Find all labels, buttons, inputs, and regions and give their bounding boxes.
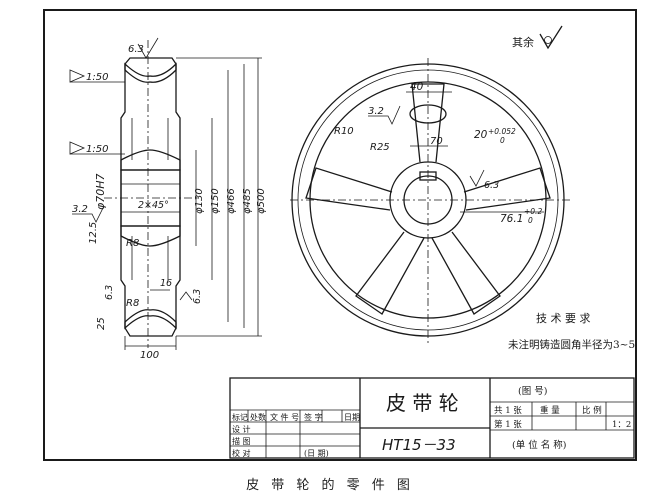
fillet-r10: R10 [334, 126, 354, 137]
key-width: 20 [474, 129, 488, 141]
tb-h-sign: 签 字 [304, 412, 323, 422]
keyway-width: 40 [410, 81, 424, 93]
fillet-upper: R8 [126, 238, 139, 249]
web-upper-section [120, 149, 181, 171]
tb-h-count: 处数 [250, 412, 266, 422]
drawing-frame [43, 9, 637, 461]
tb-r-draw: 描 图 [232, 436, 251, 446]
keyway [419, 171, 437, 181]
tb-scale-value: 1：2 [612, 420, 631, 430]
rim-thickness: 25 [96, 317, 107, 330]
key-depth-upper: +0.2 [524, 207, 542, 216]
tb-weight: 重 量 [540, 405, 560, 416]
title-block: 标记 处数 文 件 号 签 字 日期 设 计 描 图 校 对 (日 期) 皮 带… [229, 377, 635, 459]
key-depth: 76.1 [500, 213, 523, 225]
width-label: 100 [140, 350, 159, 361]
key-depth-lower: 0 [528, 216, 533, 225]
rim-inner [309, 81, 547, 319]
spoke-section [409, 104, 447, 124]
fillet-r25: R25 [370, 142, 390, 153]
spoke-4 [355, 231, 425, 315]
roughness-bore: 3.2 [72, 204, 88, 215]
roughness-note-symbol [539, 25, 563, 50]
spoke-2 [463, 167, 551, 211]
roughness-rim-right: 6.3 [192, 289, 203, 304]
roughness-top-symbol [137, 37, 159, 59]
tb-sheet-no: 第 1 张 [494, 419, 522, 430]
fillet-lower: R8 [126, 298, 139, 309]
tb-h-date: 日期 [344, 413, 360, 422]
roughness-key2: 6.3 [484, 180, 499, 191]
tb-sheets-total: 共 1 张 [494, 406, 522, 416]
rim-groove [297, 69, 559, 331]
roughness-key-symbol [368, 105, 401, 125]
tb-r-check: 校 对 [232, 448, 251, 458]
figure-caption: 皮 带 轮 的 零 件 图 [246, 478, 414, 493]
bore-circle [403, 175, 453, 225]
front-view: 40 3.2 R10 R25 70 20 +0.052 0 6.3 76.1 +… [290, 58, 570, 345]
spoke-1 [411, 83, 445, 163]
taper-top-symbol [69, 69, 86, 83]
tb-date-label: (日 期) [304, 449, 329, 458]
tb-h-file: 文 件 号 [270, 412, 299, 422]
roughness-bore-symbol [72, 205, 105, 223]
tb-scale-label: 比 例 [582, 405, 602, 416]
tb-part-name: 皮 带 轮 [386, 391, 459, 415]
tb-unit: (单 位 名 称) [512, 439, 566, 451]
roughness-key: 3.2 [368, 106, 384, 117]
roughness-rim: 6.3 [104, 285, 115, 300]
tech-req-title: 技 术 要 求 [536, 312, 591, 325]
key-tol-lower: 0 [500, 136, 505, 145]
hub-bore [120, 169, 181, 227]
dia-130: φ130 [194, 188, 205, 214]
rim-outer [291, 63, 565, 337]
hub-dim: 70 [430, 136, 443, 147]
web-thickness: 16 [160, 278, 172, 289]
bore-fit-label: φ70H7 [94, 173, 107, 210]
dia-500: φ500 [256, 188, 267, 214]
roughness-rim-right-symbol [179, 291, 193, 301]
roughness-left: 12.5 [88, 222, 99, 244]
tb-r-design: 设 计 [232, 424, 251, 434]
web-lower-section [120, 225, 181, 247]
taper-top-label: 1:50 [86, 72, 108, 83]
side-section-view: 1:50 1:50 6.3 φ70H7 3.2 12.5 2×45° R8 R8… [69, 37, 267, 361]
dia-466: φ466 [226, 188, 237, 214]
spokes [305, 83, 551, 315]
dia-150: φ150 [210, 188, 221, 214]
tb-drawing-no: (图 号) [518, 386, 547, 397]
roughness-key2-symbol [469, 169, 485, 187]
rim-top-section [124, 62, 177, 83]
chamfer-label: 2×45° [138, 200, 169, 211]
tb-h-mark: 标记 [232, 412, 248, 422]
key-tol-upper: +0.052 [488, 127, 516, 136]
spoke-3 [431, 231, 501, 315]
rim-bottom-section [124, 309, 177, 330]
roughness-note-circle [544, 36, 552, 44]
tech-req-line: 未注明铸造圆角半径为3~5 [508, 338, 635, 351]
taper-mid-label: 1:50 [86, 144, 108, 155]
taper-mid-symbol [69, 141, 86, 155]
spoke-5 [305, 167, 393, 211]
roughness-top: 6.3 [128, 44, 144, 55]
hub-outer [389, 161, 467, 239]
side-outer-profile [120, 57, 181, 337]
dia-485: φ485 [242, 188, 253, 214]
title-block-frame [229, 377, 635, 459]
tb-material: HT15－33 [382, 436, 456, 454]
roughness-note: 其余 [512, 35, 534, 49]
